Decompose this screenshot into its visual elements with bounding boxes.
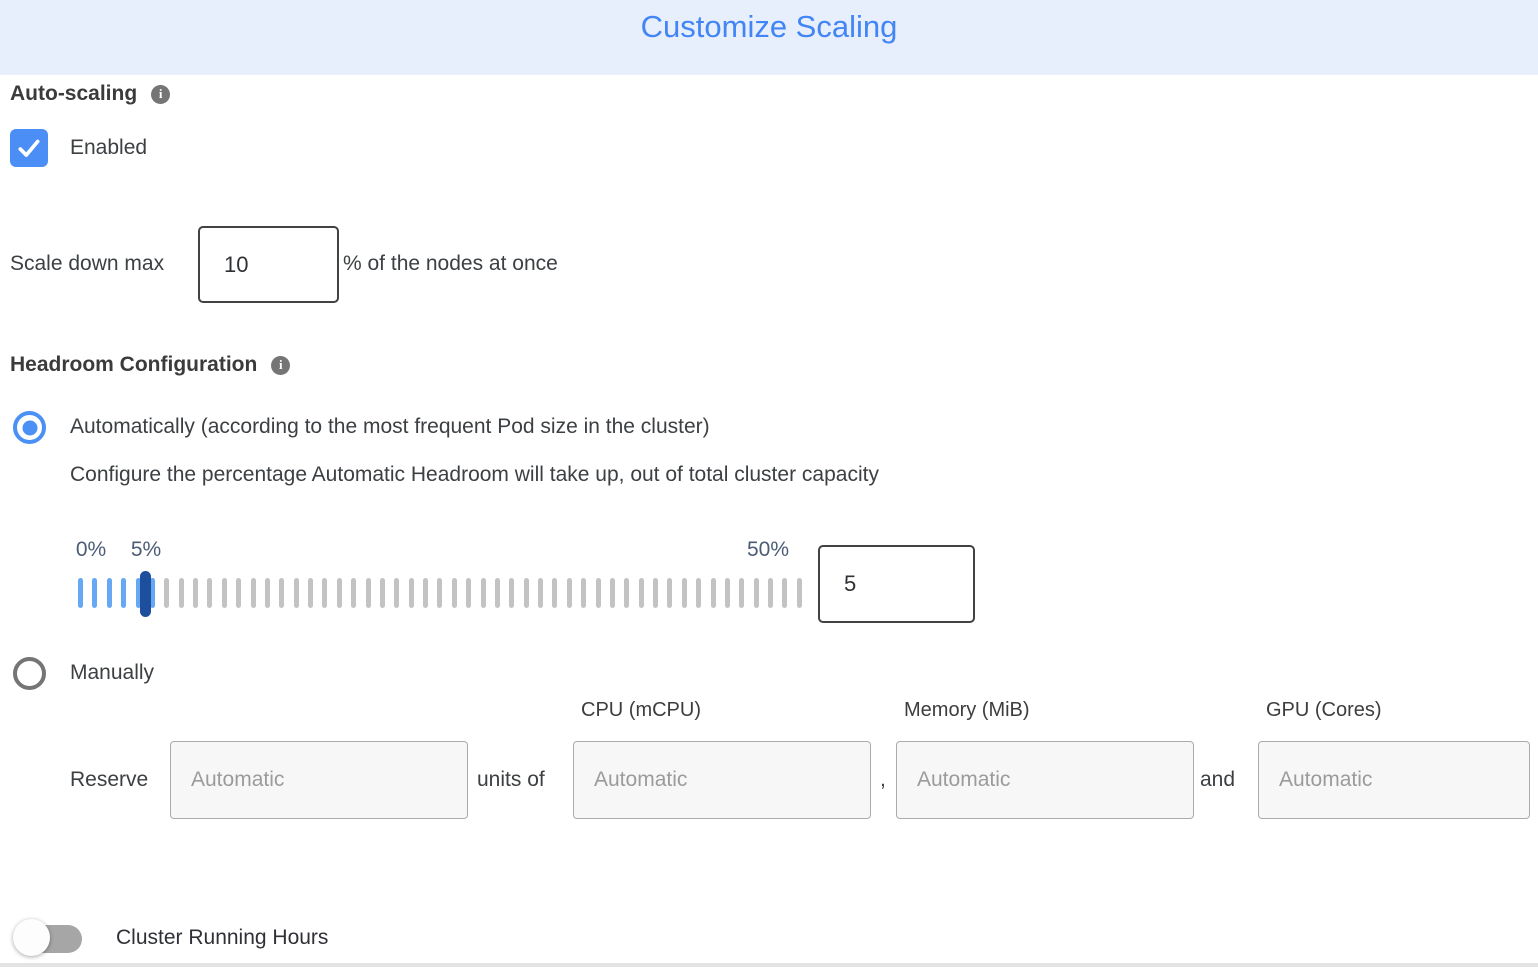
memory-column-header: Memory (MiB) xyxy=(904,699,1030,721)
reserve-memory-input[interactable] xyxy=(896,741,1194,819)
slider-tick xyxy=(609,578,615,608)
scale-down-suffix: % of the nodes at once xyxy=(343,252,558,275)
slider-tick xyxy=(681,578,687,608)
cluster-running-hours-toggle[interactable] xyxy=(13,918,82,958)
slider-tick xyxy=(423,578,428,608)
slider-tick xyxy=(724,578,730,608)
slider-tick xyxy=(739,578,745,608)
slider-tick xyxy=(480,578,486,608)
cluster-running-hours-row: Cluster Running Hours xyxy=(13,918,329,958)
slider-tick xyxy=(121,578,127,608)
scale-down-max-input[interactable] xyxy=(198,226,339,303)
slider-tick xyxy=(193,578,198,608)
slider-tick xyxy=(322,578,328,608)
automatic-radio-label[interactable]: Automatically (according to the most fre… xyxy=(70,415,710,438)
units-of-text: units of xyxy=(477,768,545,791)
slider-tick xyxy=(595,578,601,608)
enabled-checkbox[interactable] xyxy=(10,129,48,167)
slider-tick xyxy=(552,578,558,608)
reserve-gpu-input[interactable] xyxy=(1258,741,1530,819)
page-title: Customize Scaling xyxy=(640,9,898,44)
slider-tick xyxy=(466,578,472,608)
gpu-column-header: GPU (Cores) xyxy=(1266,699,1382,721)
headroom-label: Headroom Configuration xyxy=(10,353,258,376)
slider-tick xyxy=(782,578,788,608)
slider-thumb[interactable] xyxy=(140,571,151,617)
scale-down-prefix: Scale down max xyxy=(10,252,165,275)
slider-tick xyxy=(264,578,270,608)
auto-scaling-section-label: Auto-scaling i xyxy=(10,82,171,106)
slider-tick xyxy=(710,578,716,608)
cluster-running-hours-label: Cluster Running Hours xyxy=(116,926,329,949)
slider-tick xyxy=(538,578,543,608)
auto-scaling-label: Auto-scaling xyxy=(10,82,138,105)
slider-tick xyxy=(394,578,400,608)
slider-value-label: 5% xyxy=(130,538,162,561)
headroom-section-label: Headroom Configuration i xyxy=(10,353,291,377)
slider-tick xyxy=(523,578,529,608)
slider-tick xyxy=(365,578,371,608)
comma-text: , xyxy=(880,768,886,791)
reserve-label: Reserve xyxy=(70,768,149,791)
cpu-column-header: CPU (mCPU) xyxy=(581,699,701,721)
slider-tick xyxy=(494,578,500,608)
slider-tick xyxy=(451,578,457,608)
slider-tick xyxy=(653,578,658,608)
slider-tick xyxy=(178,578,184,608)
slider-tick xyxy=(149,578,155,608)
manually-radio-label[interactable]: Manually xyxy=(70,661,155,684)
slider-tick xyxy=(638,578,644,608)
slider-tick xyxy=(221,578,227,608)
slider-tick xyxy=(293,578,299,608)
slider-tick xyxy=(379,578,385,608)
enabled-checkbox-row: Enabled xyxy=(10,129,147,167)
headroom-percentage-input[interactable] xyxy=(818,545,975,623)
slider-tick xyxy=(236,578,242,608)
reserve-units-input[interactable] xyxy=(170,741,468,819)
panel-header: Customize Scaling xyxy=(0,0,1538,75)
slider-tick xyxy=(667,578,673,608)
reserve-cpu-input[interactable] xyxy=(573,741,871,819)
slider-tick xyxy=(566,578,572,608)
slider-tick xyxy=(308,578,313,608)
slider-tick xyxy=(135,578,141,608)
info-icon[interactable]: i xyxy=(271,355,291,375)
headroom-slider: 0% 5% 50% xyxy=(75,538,978,628)
manually-radio[interactable] xyxy=(13,657,46,690)
slider-tick xyxy=(279,578,285,608)
slider-tick xyxy=(437,578,443,608)
info-icon[interactable]: i xyxy=(151,84,171,104)
slider-tick xyxy=(408,578,414,608)
slider-tick xyxy=(768,578,773,608)
slider-tick xyxy=(753,578,759,608)
automatic-radio[interactable] xyxy=(13,411,46,444)
slider-min-label: 0% xyxy=(75,538,107,561)
slider-tick xyxy=(696,578,702,608)
bottom-divider xyxy=(0,963,1538,967)
enabled-label: Enabled xyxy=(70,136,148,159)
slider-tick xyxy=(351,578,357,608)
slider-tick xyxy=(92,578,98,608)
slider-tick xyxy=(250,578,256,608)
toggle-knob[interactable] xyxy=(13,919,50,956)
slider-max-label: 50% xyxy=(746,538,790,561)
slider-tick xyxy=(509,578,515,608)
and-text: and xyxy=(1200,768,1236,791)
slider-tick xyxy=(336,578,342,608)
slider-tick xyxy=(106,578,112,608)
slider-tick xyxy=(796,578,802,608)
slider-tick xyxy=(164,578,170,608)
slider-tick xyxy=(624,578,630,608)
slider-tick xyxy=(207,578,213,608)
checkmark-icon xyxy=(18,139,40,157)
slider-tick xyxy=(581,578,587,608)
slider-ticks[interactable] xyxy=(78,578,802,608)
slider-tick xyxy=(78,578,83,608)
automatic-description: Configure the percentage Automatic Headr… xyxy=(70,463,879,486)
